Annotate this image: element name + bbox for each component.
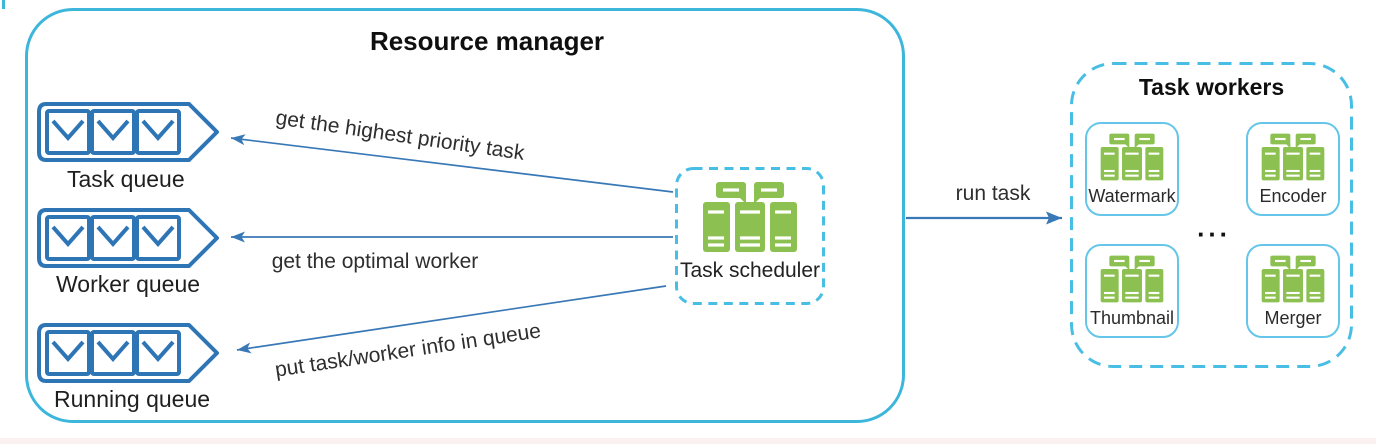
worker-label: Watermark: [1088, 186, 1176, 206]
resource-manager-title: Resource manager: [369, 26, 605, 56]
task-queue-label: Task queue: [67, 166, 185, 192]
worker-card-encoder: Encoder: [1246, 122, 1340, 216]
worker-card-watermark: Watermark: [1085, 122, 1179, 216]
task-queue-icon: [36, 101, 220, 163]
bottom-edge-strip: [0, 438, 1376, 444]
worker-card-thumbnail: Thumbnail: [1085, 244, 1179, 338]
server-cluster-icon: [702, 181, 798, 253]
server-cluster-icon: [1261, 133, 1325, 181]
worker-queue-icon: [36, 207, 220, 269]
run-task-label: run task: [955, 182, 1031, 205]
worker-label: Encoder: [1259, 186, 1327, 206]
task-scheduler-box: Task scheduler: [675, 167, 825, 305]
workers-ellipsis: ...: [1197, 212, 1231, 243]
server-cluster-icon: [1100, 133, 1164, 181]
edge-label-optimal-worker: get the optimal worker: [271, 250, 479, 273]
worker-label: Merger: [1264, 308, 1322, 328]
task-workers-title: Task workers: [1138, 74, 1285, 100]
worker-card-merger: Merger: [1246, 244, 1340, 338]
server-cluster-icon: [1100, 255, 1164, 303]
worker-queue-label: Worker queue: [56, 271, 201, 297]
running-queue-label: Running queue: [54, 386, 211, 412]
task-scheduler-dashed-border: [675, 167, 825, 305]
task-scheduler-label: Task scheduler: [679, 259, 821, 282]
resource-manager-box: [25, 8, 905, 423]
running-queue-icon: [36, 322, 220, 384]
worker-label: Thumbnail: [1089, 308, 1175, 328]
server-cluster-icon: [1261, 255, 1325, 303]
corner-artifact-mark: [2, 0, 5, 9]
